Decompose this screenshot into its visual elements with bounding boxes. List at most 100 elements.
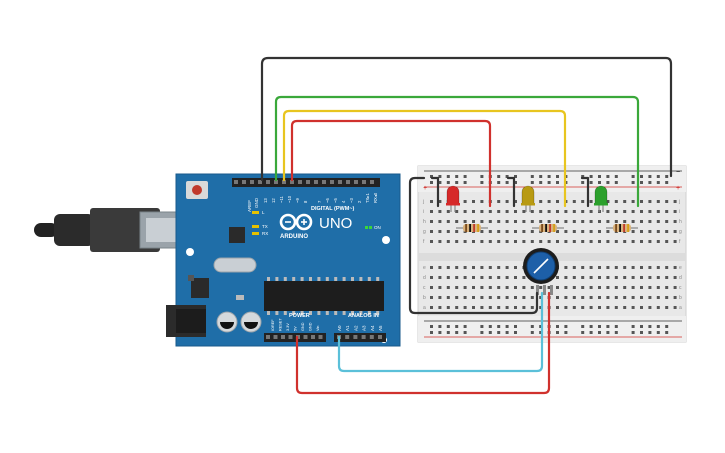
rail-hole[interactable] (640, 331, 643, 334)
rail-hole[interactable] (656, 325, 660, 328)
terminal-hole[interactable] (480, 266, 484, 269)
terminal-hole[interactable] (430, 200, 433, 203)
terminal-hole[interactable] (656, 200, 660, 203)
rail-hole[interactable] (556, 325, 559, 328)
terminal-hole[interactable] (648, 266, 652, 269)
terminal-hole[interactable] (488, 220, 492, 223)
header-pin[interactable] (282, 180, 286, 184)
terminal-hole[interactable] (505, 230, 509, 233)
jumper-wire[interactable] (282, 109, 567, 208)
rail-hole[interactable] (598, 331, 601, 334)
terminal-hole[interactable] (522, 276, 526, 279)
terminal-hole[interactable] (472, 200, 475, 203)
terminal-hole[interactable] (673, 210, 677, 213)
terminal-hole[interactable] (556, 230, 559, 233)
terminal-hole[interactable] (455, 266, 459, 269)
rail-hole[interactable] (547, 175, 551, 178)
terminal-hole[interactable] (547, 210, 551, 213)
terminal-hole[interactable] (480, 230, 484, 233)
terminal-hole[interactable] (522, 210, 526, 213)
terminal-hole[interactable] (581, 296, 585, 299)
terminal-hole[interactable] (438, 210, 442, 213)
rail-hole[interactable] (631, 181, 635, 184)
terminal-hole[interactable] (463, 286, 467, 289)
terminal-hole[interactable] (589, 276, 593, 279)
header-pin[interactable] (266, 335, 270, 339)
rail-hole[interactable] (480, 331, 484, 334)
header-pin[interactable] (318, 335, 323, 339)
terminal-hole[interactable] (556, 240, 559, 243)
terminal-hole[interactable] (480, 210, 484, 213)
rail-hole[interactable] (430, 181, 433, 184)
terminal-hole[interactable] (463, 220, 467, 223)
power-header[interactable] (264, 333, 326, 342)
terminal-hole[interactable] (598, 296, 601, 299)
terminal-hole[interactable] (665, 276, 669, 279)
terminal-hole[interactable] (564, 296, 568, 299)
terminal-hole[interactable] (539, 240, 543, 243)
terminal-hole[interactable] (656, 276, 660, 279)
header-pin[interactable] (370, 180, 374, 184)
terminal-hole[interactable] (589, 230, 593, 233)
terminal-hole[interactable] (656, 286, 660, 289)
rail-hole[interactable] (463, 331, 467, 334)
resistor[interactable] (606, 224, 638, 232)
terminal-hole[interactable] (665, 266, 669, 269)
terminal-hole[interactable] (522, 230, 526, 233)
terminal-hole[interactable] (623, 220, 627, 223)
terminal-hole[interactable] (598, 240, 601, 243)
header-pin[interactable] (234, 180, 238, 184)
terminal-hole[interactable] (564, 266, 568, 269)
terminal-hole[interactable] (581, 230, 585, 233)
rail-hole[interactable] (656, 175, 660, 178)
jumper-wire[interactable] (580, 176, 590, 208)
terminal-hole[interactable] (488, 230, 492, 233)
rail-hole[interactable] (505, 331, 509, 334)
terminal-hole[interactable] (488, 276, 492, 279)
terminal-hole[interactable] (539, 200, 543, 203)
terminal-hole[interactable] (623, 286, 627, 289)
terminal-hole[interactable] (564, 220, 568, 223)
terminal-hole[interactable] (606, 276, 610, 279)
terminal-hole[interactable] (497, 276, 501, 279)
terminal-hole[interactable] (640, 266, 643, 269)
terminal-hole[interactable] (589, 210, 593, 213)
rail-hole[interactable] (446, 181, 450, 184)
rail-hole[interactable] (640, 175, 643, 178)
header-pin[interactable] (322, 180, 326, 184)
header-pin[interactable] (266, 180, 270, 184)
terminal-hole[interactable] (598, 220, 601, 223)
terminal-hole[interactable] (640, 286, 643, 289)
analog-header[interactable] (334, 333, 386, 342)
terminal-hole[interactable] (522, 286, 526, 289)
rail-hole[interactable] (656, 181, 660, 184)
terminal-hole[interactable] (673, 266, 677, 269)
rail-hole[interactable] (530, 181, 534, 184)
terminal-hole[interactable] (564, 210, 568, 213)
terminal-hole[interactable] (656, 240, 660, 243)
rail-hole[interactable] (614, 325, 618, 328)
rail-hole[interactable] (581, 325, 585, 328)
terminal-hole[interactable] (514, 306, 517, 309)
terminal-hole[interactable] (606, 306, 610, 309)
terminal-hole[interactable] (455, 296, 459, 299)
terminal-hole[interactable] (673, 276, 677, 279)
terminal-hole[interactable] (556, 200, 559, 203)
green-led[interactable] (594, 185, 608, 212)
terminal-hole[interactable] (623, 306, 627, 309)
rail-hole[interactable] (648, 181, 652, 184)
terminal-hole[interactable] (514, 210, 517, 213)
terminal-hole[interactable] (446, 230, 450, 233)
rail-hole[interactable] (530, 175, 534, 178)
rail-hole[interactable] (640, 325, 643, 328)
terminal-hole[interactable] (430, 210, 433, 213)
terminal-hole[interactable] (640, 230, 643, 233)
rail-hole[interactable] (455, 325, 459, 328)
terminal-hole[interactable] (556, 220, 559, 223)
terminal-hole[interactable] (581, 306, 585, 309)
terminal-hole[interactable] (497, 266, 501, 269)
terminal-hole[interactable] (505, 266, 509, 269)
rail-hole[interactable] (488, 325, 492, 328)
terminal-hole[interactable] (446, 286, 450, 289)
terminal-hole[interactable] (480, 240, 484, 243)
